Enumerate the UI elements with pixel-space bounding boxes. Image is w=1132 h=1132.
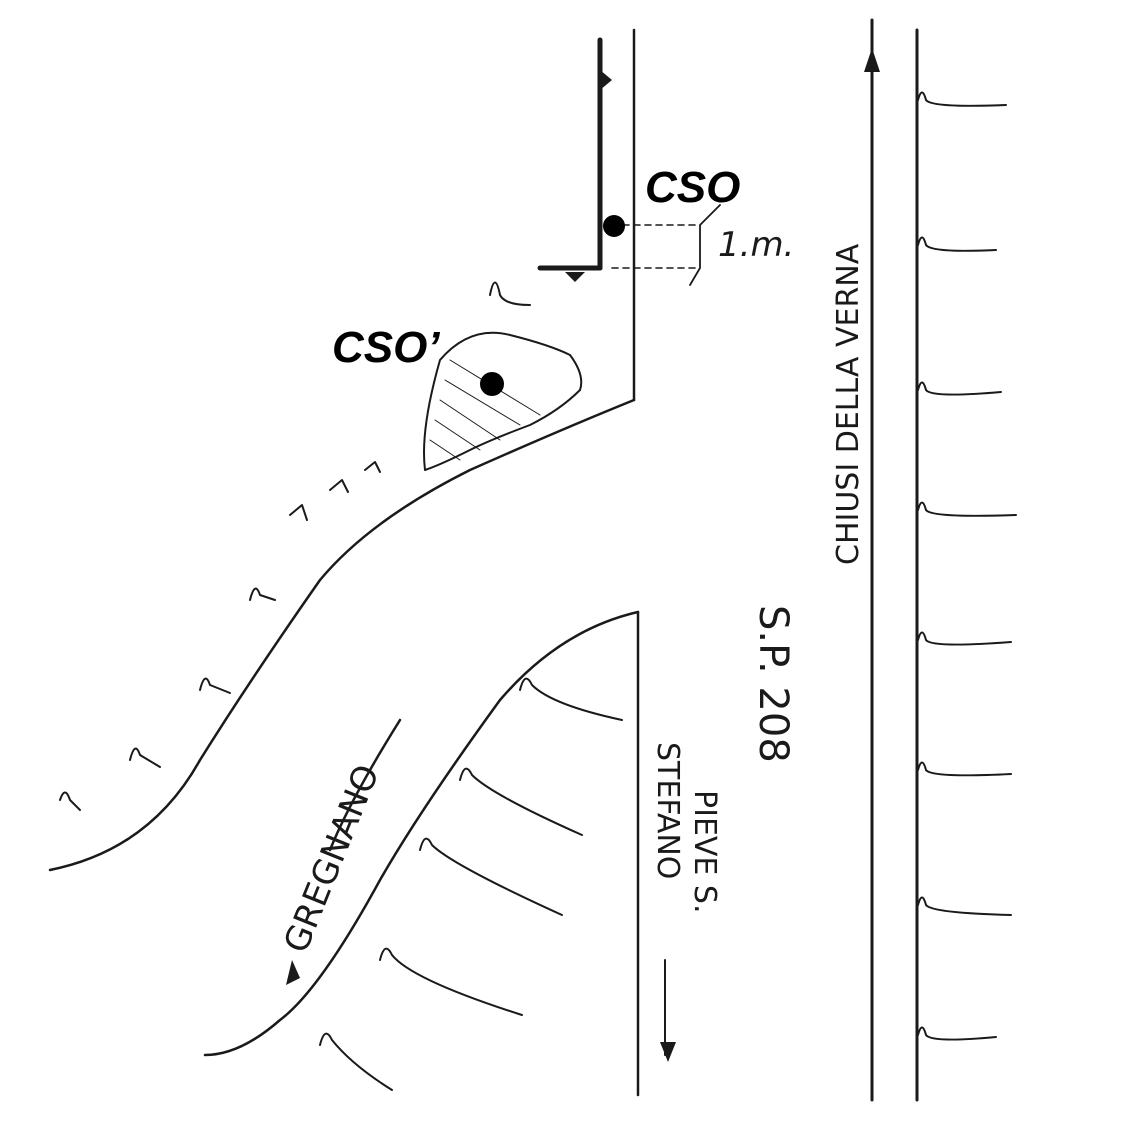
road-arrow-pieve-icon xyxy=(660,1042,676,1062)
road-label-sp208: S.P. 208 xyxy=(750,605,796,763)
measurement-lines xyxy=(611,224,701,269)
curved-road-upper xyxy=(48,398,636,872)
vegetation-right xyxy=(917,91,1017,1041)
road-arrow-gregnano-icon xyxy=(286,960,300,985)
cso-prime-point xyxy=(480,372,504,396)
road-label-pieve-line2: STEFANO xyxy=(650,742,685,879)
rock-outcrop xyxy=(423,331,583,471)
distance-label: 1.m. xyxy=(718,225,794,265)
lower-road xyxy=(203,610,640,1097)
road-label-gregnano: GREGNANO xyxy=(276,759,388,958)
cso-point xyxy=(603,215,625,237)
side-channel-top xyxy=(537,28,636,402)
cso-label: CSO xyxy=(645,163,740,212)
vegetation-upper xyxy=(59,281,531,811)
road-label-pieve-line1: PIEVE S. xyxy=(687,790,722,914)
measurement-bracket xyxy=(689,204,721,286)
road-arrow-north-icon xyxy=(864,48,880,72)
main-road-sp208 xyxy=(864,18,919,1102)
cso-prime-label: CSO’ xyxy=(332,323,440,372)
road-label-chiusi: CHIUSI DELLA VERNA xyxy=(831,243,866,565)
vegetation-lower xyxy=(319,677,623,1091)
